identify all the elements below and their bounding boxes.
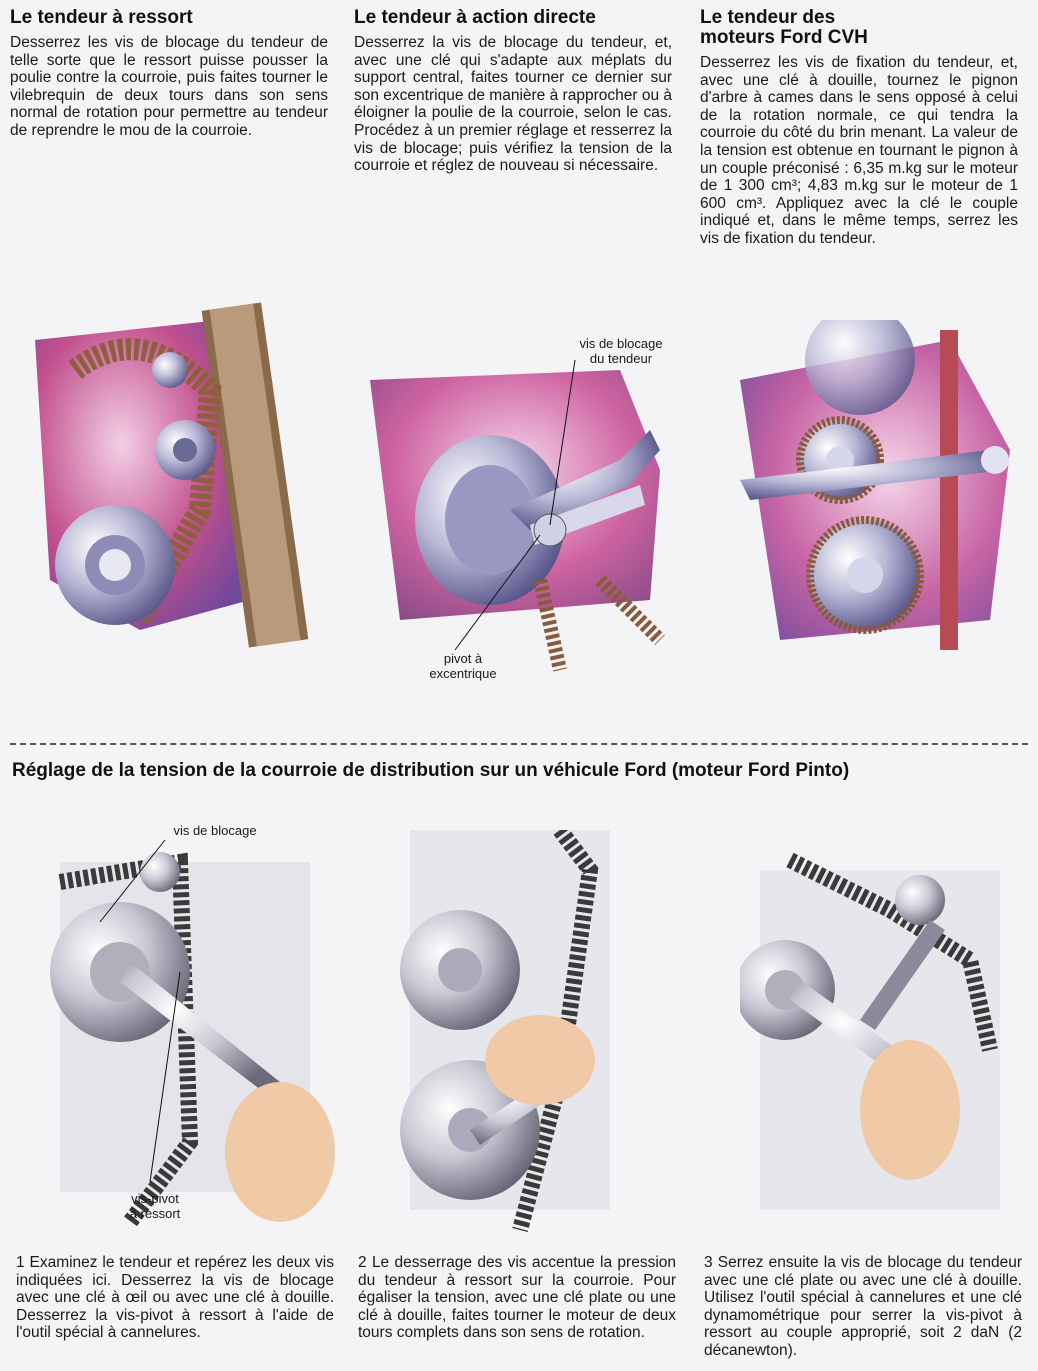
label-line: à ressort — [129, 1206, 181, 1221]
step3-illustration — [740, 852, 1000, 1210]
caption-step1-text: Examinez le tendeur et repérez les deux … — [16, 1254, 334, 1342]
label-lock-screw: vis de blocage — [173, 823, 257, 838]
label-spring-pivot-screw: vis-pivot à ressort — [110, 1191, 200, 1221]
caption-step2-number: 2 — [358, 1254, 367, 1271]
section-cvh-tensioner: Le tendeur des moteurs Ford CVH Desserre… — [700, 8, 1018, 248]
step2-illustration — [400, 830, 610, 1233]
label-line: vis de blocage — [579, 336, 663, 351]
caption-step3: 3 Serrez ensuite la vis de blocage du te… — [704, 1254, 1022, 1360]
section-text-spring: Desserrez les vis de blocage du tendeur … — [10, 34, 328, 139]
section-title-spring: Le tendeur à ressort — [10, 7, 193, 28]
label-line: pivot à — [443, 651, 483, 666]
label-line: excentrique — [429, 666, 497, 681]
label-line: du tendeur — [589, 351, 653, 366]
step1-illustration — [50, 839, 335, 1227]
section-title-ford-pinto: Réglage de la tension de la courroie de … — [12, 760, 850, 781]
caption-step2-text: Le desserrage des vis accentue la pressi… — [358, 1254, 677, 1342]
section-title-direct: Le tendeur à action directe — [354, 7, 596, 28]
section-divider — [10, 743, 1028, 745]
section-direct-tensioner: Le tendeur à action directe Desserrez la… — [354, 8, 672, 175]
caption-step3-number: 3 — [704, 1254, 713, 1271]
caption-step1-number: 1 — [16, 1254, 25, 1271]
label-line: vis-pivot — [131, 1191, 179, 1206]
cvh-tensioner-illustration — [740, 320, 1010, 650]
section-spring-tensioner: Le tendeur à ressort Desserrez les vis d… — [10, 8, 328, 140]
direct-tensioner-illustration — [370, 359, 665, 672]
section-title-cvh: Le tendeur des moteurs Ford CVH — [700, 8, 1018, 48]
caption-step3-text: Serrez ensuite la vis de blocage du tend… — [704, 1254, 1022, 1359]
label-eccentric-pivot: pivot à excentrique — [418, 651, 508, 681]
caption-step2: 2 Le desserrage des vis accentue la pres… — [358, 1254, 676, 1342]
section-text-direct: Desserrez la vis de blocage du tendeur, … — [354, 34, 672, 175]
section-title-cvh-line1: Le tendeur des — [700, 7, 836, 28]
caption-step1: 1 Examinez le tendeur et repérez les deu… — [16, 1254, 334, 1342]
section-text-cvh: Desserrez les vis de fixation du tendeur… — [700, 54, 1018, 247]
label-lock-screw-tensioner: vis de blocage du tendeur — [566, 336, 676, 366]
section-title-cvh-line2: moteurs Ford CVH — [700, 27, 868, 48]
spring-tensioner-illustration — [35, 302, 309, 648]
